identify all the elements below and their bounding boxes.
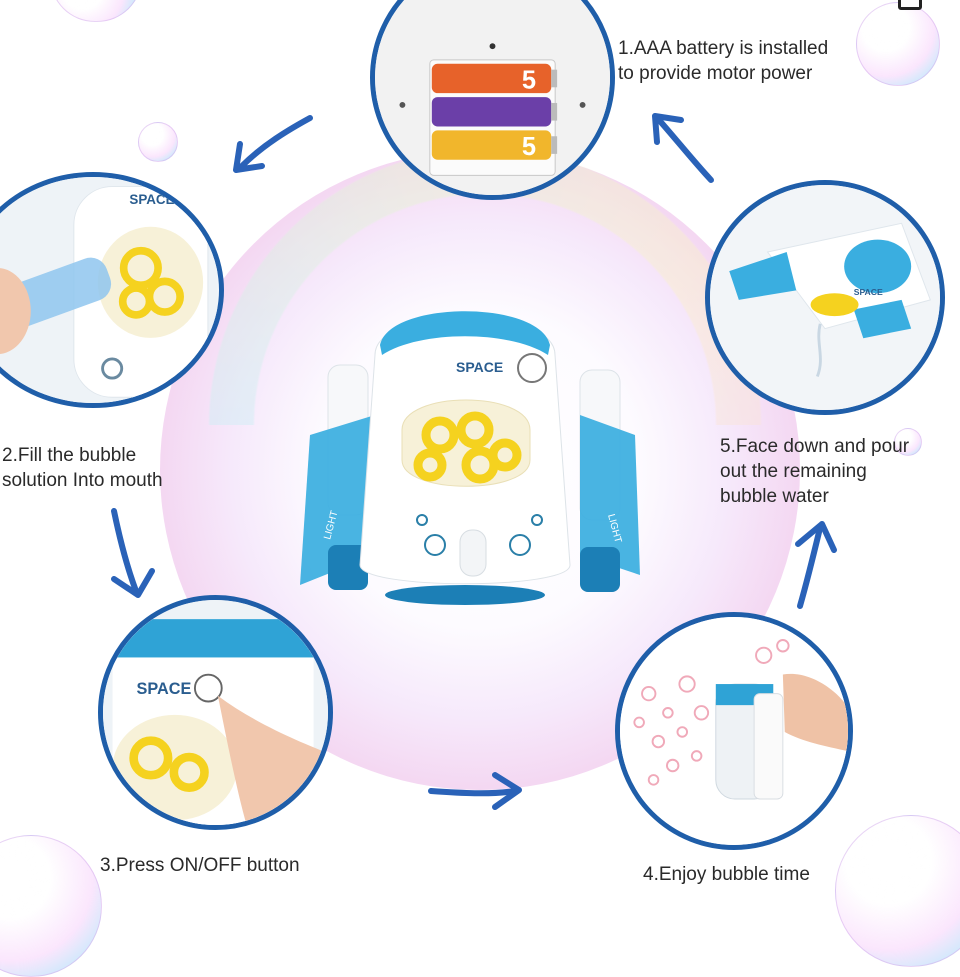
- corner-icon: [898, 0, 922, 10]
- step5-caption: 5.Face down and pour out the remaining b…: [720, 436, 910, 507]
- brand-text: SPACE: [456, 359, 503, 375]
- brand-text: SPACE: [854, 287, 883, 297]
- decor-bubble: [138, 122, 178, 162]
- step2-caption: 2.Fill the bubble solution Into mouth: [2, 445, 163, 491]
- step1-caption: 1.AAA battery is installed to provide mo…: [618, 38, 829, 84]
- step3-photo: SPACE: [98, 595, 333, 830]
- brand-text: SPACE: [129, 192, 174, 207]
- center-product-image: LIGHT LIGHT SPACE: [280, 285, 650, 615]
- arrow-icon: [428, 772, 522, 810]
- decor-bubble: [0, 835, 102, 977]
- decor-bubble: [835, 815, 960, 967]
- arrow-icon: [111, 508, 155, 598]
- decor-bubble: [50, 0, 142, 22]
- decor-bubble: [856, 2, 940, 86]
- brand-text: SPACE: [137, 680, 192, 698]
- step4-caption: 4.Enjoy bubble time: [643, 864, 810, 885]
- step1-photo: 5 5: [370, 0, 615, 200]
- arrow-icon: [652, 113, 714, 183]
- arrow-icon: [795, 521, 837, 609]
- step5-photo: SPACE: [705, 180, 945, 415]
- arrow-icon: [233, 115, 313, 173]
- decor-bubble: [894, 428, 922, 456]
- battery-label: 5: [522, 66, 536, 94]
- step2-photo: SPACE: [0, 172, 224, 408]
- step3-caption: 3.Press ON/OFF button: [100, 855, 300, 876]
- battery-label: 5: [522, 133, 536, 161]
- step4-photo: [615, 612, 853, 850]
